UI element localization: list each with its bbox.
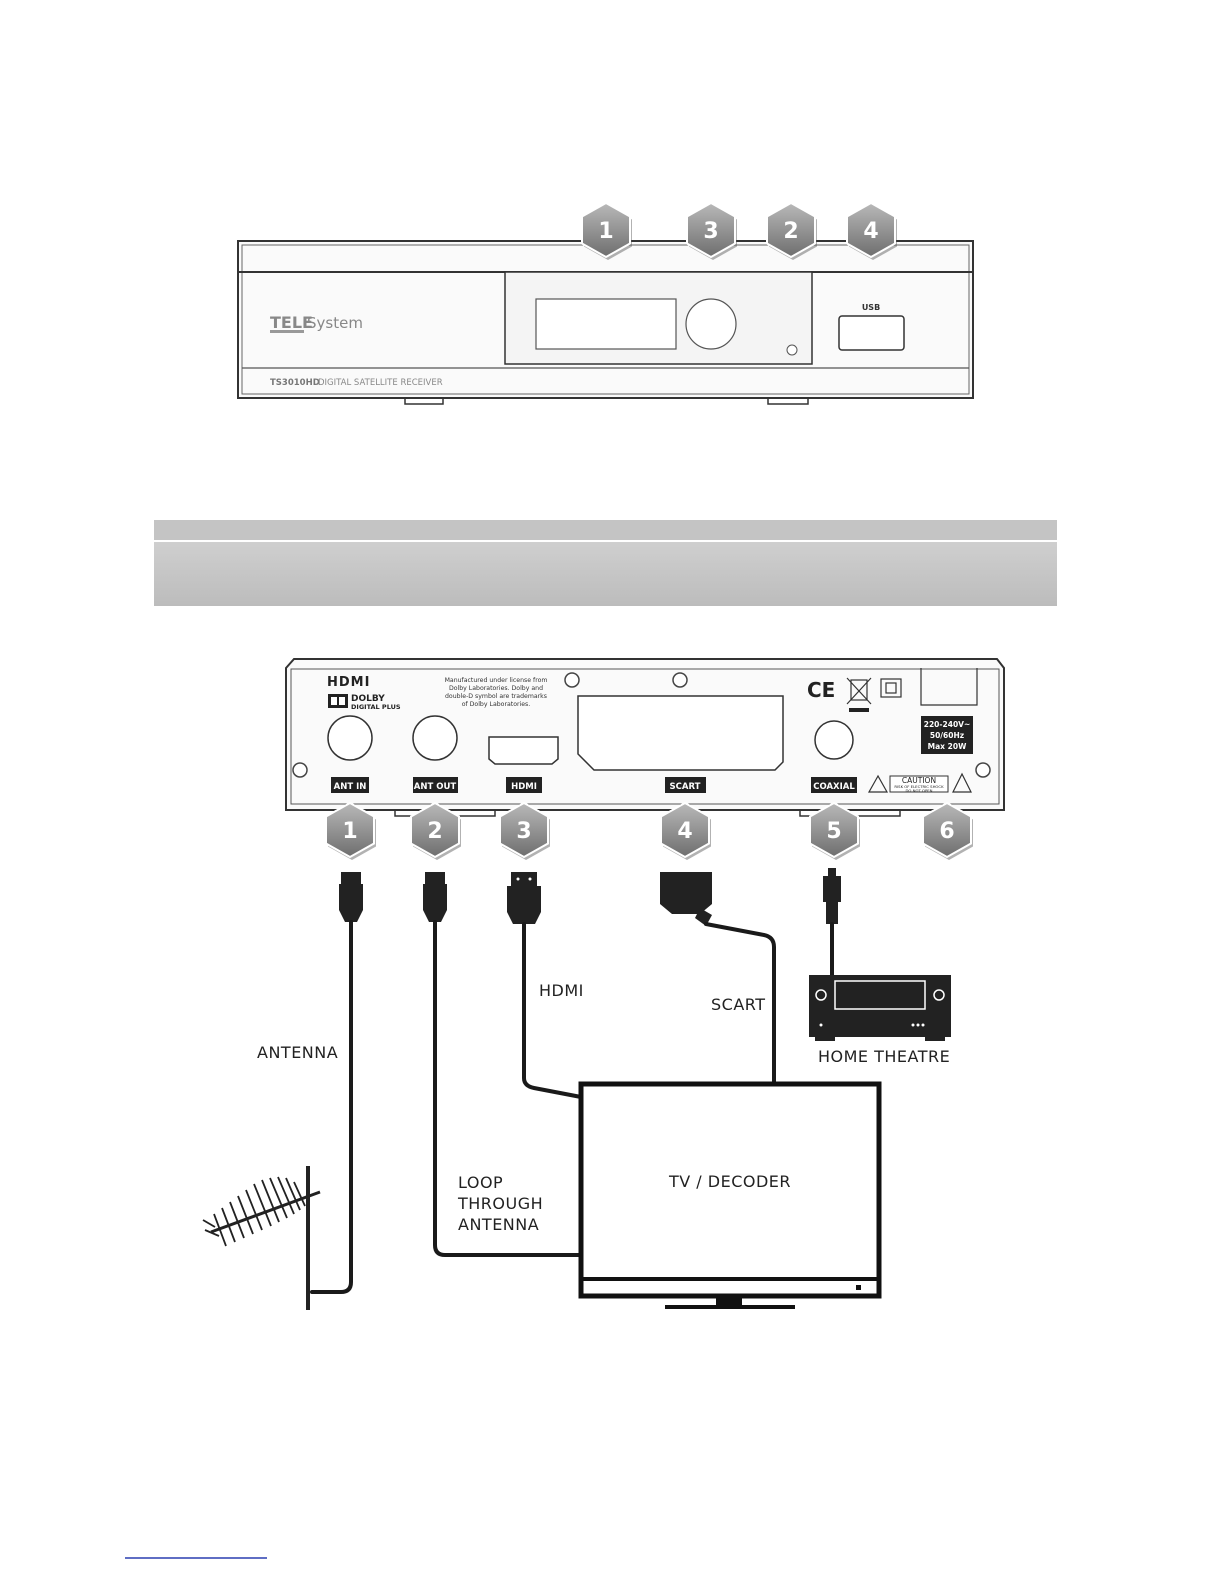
power-cord-inlet bbox=[920, 668, 978, 706]
svg-text:System: System bbox=[307, 314, 363, 332]
hdmi-plug bbox=[507, 872, 541, 924]
svg-text:3: 3 bbox=[703, 219, 718, 244]
svg-text:TELE: TELE bbox=[270, 313, 313, 332]
model-description: DIGITAL SATELLITE RECEIVER bbox=[318, 378, 443, 388]
front-panel: USB TELE System TS3010HD DIGITAL SATELLI… bbox=[237, 240, 974, 405]
double-insulation-icon bbox=[880, 678, 902, 698]
svg-text:Manufactured under license fro: Manufactured under license from bbox=[445, 677, 548, 684]
front-callout-1: 1 bbox=[581, 202, 633, 261]
rear-callout-3: 3 bbox=[499, 802, 551, 861]
hdmi-cable bbox=[522, 922, 583, 1099]
coaxial-port bbox=[814, 720, 854, 760]
svg-text:DIGITAL PLUS: DIGITAL PLUS bbox=[351, 703, 401, 711]
svg-text:ANT IN: ANT IN bbox=[334, 782, 367, 792]
antenna-cable bbox=[310, 920, 353, 1294]
ant-in-port bbox=[327, 715, 373, 761]
antenna-label: ANTENNA bbox=[257, 1043, 338, 1062]
loop-through-label-line1: LOOP bbox=[458, 1173, 503, 1192]
section-band bbox=[154, 542, 1057, 606]
ce-mark: CE bbox=[807, 678, 835, 702]
power-rating-frequency: 50/60Hz bbox=[930, 731, 964, 740]
port-label-scart: SCART bbox=[665, 777, 706, 793]
caution-label: CAUTION RISK OF ELECTRIC SHOCK DO NOT OP… bbox=[867, 772, 972, 793]
scart-cable-label: SCART bbox=[711, 995, 766, 1014]
hdmi-logo: HDMI bbox=[327, 675, 370, 690]
port-label-coaxial: COAXIAL bbox=[811, 777, 857, 793]
rear-panel: HDMI DOLBY DIGITAL PLUS Manufactured und… bbox=[285, 658, 1005, 817]
svg-text:double-D symbol are trademarks: double-D symbol are trademarks bbox=[445, 693, 547, 700]
svg-text:2: 2 bbox=[427, 819, 442, 844]
rear-callout-1: 1 bbox=[325, 802, 377, 861]
hdmi-port bbox=[488, 736, 559, 765]
dolby-notice: Manufactured under license from Dolby La… bbox=[445, 677, 548, 708]
scart-plug bbox=[660, 872, 712, 926]
svg-text:DOLBY: DOLBY bbox=[351, 694, 385, 704]
port-label-hdmi: HDMI bbox=[506, 777, 542, 793]
svg-text:3: 3 bbox=[516, 819, 531, 844]
usb-port bbox=[838, 315, 905, 351]
svg-text:RISK OF ELECTRIC SHOCK: RISK OF ELECTRIC SHOCK bbox=[894, 784, 944, 789]
rear-callout-4: 4 bbox=[660, 802, 712, 861]
svg-text:6: 6 bbox=[939, 819, 954, 844]
loop-through-label-line2: THROUGH bbox=[457, 1194, 543, 1213]
front-callout-2: 2 bbox=[766, 202, 818, 261]
model-number: TS3010HD bbox=[270, 378, 320, 388]
scart-port bbox=[577, 695, 784, 771]
home-theatre-label: HOME THEATRE bbox=[818, 1047, 950, 1066]
loop-antenna-plug bbox=[423, 872, 447, 922]
svg-text:1: 1 bbox=[342, 819, 357, 844]
svg-text:SCART: SCART bbox=[670, 782, 701, 792]
dolby-logo: DOLBY DIGITAL PLUS bbox=[328, 694, 401, 711]
coaxial-plug bbox=[823, 868, 841, 924]
tv-decoder-device bbox=[578, 1081, 882, 1309]
power-rating-voltage: 220-240V~ bbox=[924, 720, 971, 729]
svg-text:HDMI: HDMI bbox=[511, 782, 537, 792]
power-rating-wattage: Max 20W bbox=[928, 742, 967, 751]
loop-through-cable bbox=[433, 920, 583, 1257]
scart-cable bbox=[704, 922, 776, 1086]
port-label-ant-out: ANT OUT bbox=[413, 777, 458, 793]
svg-text:Dolby Laboratories. Dolby and: Dolby Laboratories. Dolby and bbox=[449, 685, 543, 692]
tv-decoder-label: TV / DECODER bbox=[668, 1172, 791, 1191]
power-rating-box bbox=[921, 716, 973, 754]
rear-callout-5: 5 bbox=[809, 802, 861, 861]
svg-text:2: 2 bbox=[783, 219, 798, 244]
home-theatre-device bbox=[809, 975, 951, 1041]
svg-text:4: 4 bbox=[863, 219, 878, 244]
svg-text:5: 5 bbox=[826, 819, 841, 844]
antenna-plug bbox=[339, 872, 363, 922]
ir-sensor bbox=[685, 298, 737, 350]
svg-text:of Dolby Laboratories.: of Dolby Laboratories. bbox=[462, 701, 531, 708]
svg-text:CAUTION: CAUTION bbox=[902, 776, 936, 785]
cables bbox=[310, 920, 834, 1294]
svg-text:COAXIAL: COAXIAL bbox=[813, 782, 855, 792]
port-label-ant-in: ANT IN bbox=[331, 777, 369, 793]
tele-system-logo: TELE System bbox=[270, 313, 363, 333]
usb-label: USB bbox=[862, 303, 880, 312]
svg-text:4: 4 bbox=[677, 819, 692, 844]
weee-bin-icon bbox=[846, 677, 872, 712]
svg-text:DO NOT OPEN: DO NOT OPEN bbox=[906, 788, 933, 793]
antenna-icon bbox=[202, 1166, 321, 1310]
hdmi-cable-label: HDMI bbox=[539, 981, 584, 1000]
front-callout-3: 3 bbox=[686, 202, 738, 261]
front-display bbox=[535, 298, 677, 350]
loop-through-label-line3: ANTENNA bbox=[458, 1215, 539, 1234]
svg-text:1: 1 bbox=[598, 219, 613, 244]
rear-callout-2: 2 bbox=[410, 802, 462, 861]
front-callout-4: 4 bbox=[846, 202, 898, 261]
rear-callout-6: 6 bbox=[922, 802, 974, 861]
svg-text:ANT OUT: ANT OUT bbox=[414, 782, 457, 792]
standby-led bbox=[786, 344, 798, 356]
section-band-top bbox=[154, 520, 1057, 540]
ant-out-port bbox=[412, 715, 458, 761]
